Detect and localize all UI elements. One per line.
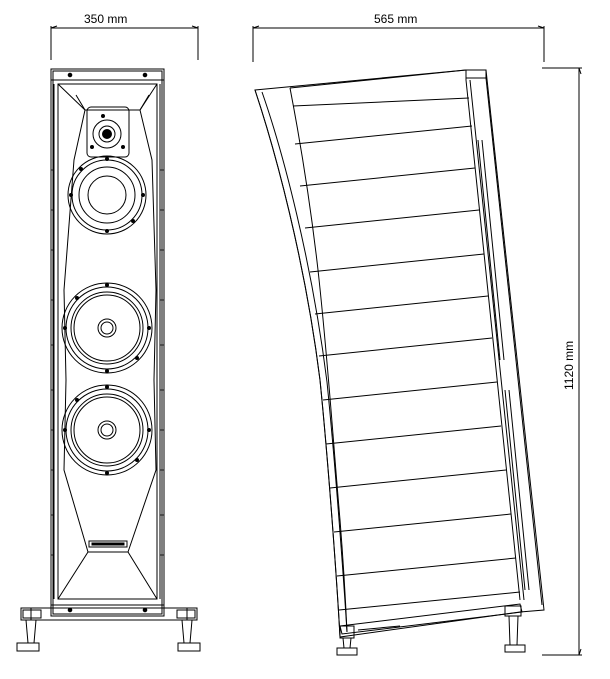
- woofer-upper: [62, 283, 152, 373]
- side-base: [337, 604, 525, 655]
- side-cabinet-outline: [255, 70, 544, 637]
- front-baffle: [58, 84, 157, 599]
- side-depth-label: 565 mm: [374, 12, 418, 26]
- side-view: [255, 70, 544, 655]
- midrange-driver: [68, 156, 146, 234]
- dimension-side-depth: [253, 26, 544, 62]
- front-base: [17, 608, 200, 651]
- logo-badge: [89, 541, 127, 547]
- front-width-label: 350 mm: [84, 12, 128, 26]
- height-label: 1120 mm: [562, 340, 576, 390]
- dimension-height: [542, 68, 582, 655]
- dimension-front-width: [51, 26, 198, 60]
- tweeter: [87, 107, 129, 157]
- woofer-lower: [62, 385, 152, 475]
- side-slats: [293, 98, 520, 610]
- front-cabinet-outline: [51, 69, 164, 616]
- front-view: [17, 69, 200, 651]
